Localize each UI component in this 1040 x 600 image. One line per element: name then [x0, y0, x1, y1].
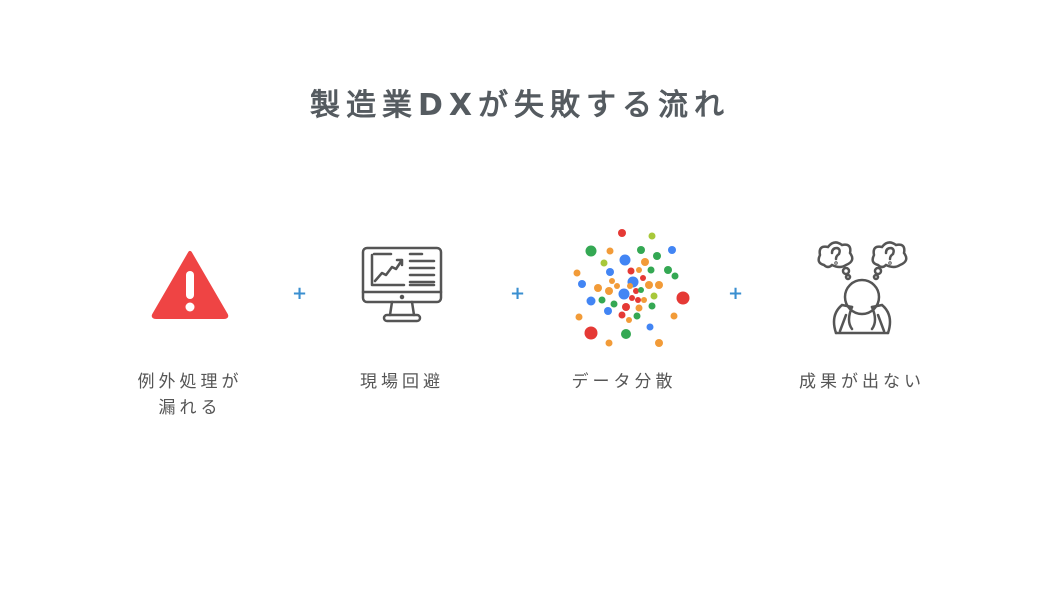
dot — [622, 303, 630, 311]
dot — [600, 259, 608, 267]
dot — [647, 266, 655, 274]
dot — [671, 272, 679, 280]
dot — [636, 267, 642, 273]
dot — [618, 288, 630, 300]
step-label: 現場回避 — [360, 372, 444, 392]
dot — [575, 313, 583, 321]
dot — [646, 323, 654, 331]
dot — [619, 254, 631, 266]
scattered-dots-icon — [544, 225, 704, 347]
dot — [635, 297, 641, 303]
dot — [605, 287, 613, 295]
step-no-results: 成果が出ない — [782, 225, 942, 395]
plus-connector: + — [510, 283, 526, 304]
dot — [626, 317, 632, 323]
dot — [598, 296, 606, 304]
plus-connector: + — [292, 283, 308, 304]
dot — [586, 296, 596, 306]
dot — [629, 295, 635, 301]
warning-icon — [110, 235, 270, 335]
dot — [664, 266, 672, 274]
step-field-avoidance: 現場回避 — [322, 225, 482, 395]
dot — [668, 246, 676, 254]
dot — [604, 307, 612, 315]
dot — [655, 339, 663, 347]
step-label-line2: 漏れる — [158, 398, 222, 418]
dot — [648, 232, 656, 240]
monitor-chart-icon — [322, 225, 482, 345]
dot — [584, 326, 598, 340]
dot — [606, 247, 614, 255]
dot — [640, 275, 646, 281]
step-exception-handling: 例外処理が 漏れる — [110, 225, 270, 421]
dot — [653, 252, 661, 260]
dot — [648, 302, 656, 310]
dot — [635, 304, 643, 312]
dot — [650, 292, 658, 300]
dot — [633, 312, 641, 320]
dot — [637, 246, 645, 254]
dot — [614, 283, 620, 289]
dot — [606, 268, 614, 276]
dot — [627, 267, 635, 275]
dot — [676, 291, 690, 305]
dot — [641, 297, 647, 303]
step-data-scattered: データ分散 — [544, 225, 704, 395]
dot — [585, 245, 597, 257]
dot — [633, 288, 639, 294]
dot — [578, 280, 586, 288]
confused-person-icon — [782, 225, 942, 345]
step-label: 成果が出ない — [799, 372, 925, 392]
plus-connector: + — [728, 283, 744, 304]
dot — [655, 281, 663, 289]
dot — [594, 284, 602, 292]
dot — [638, 287, 644, 293]
dot — [621, 329, 631, 339]
dot — [573, 269, 581, 277]
step-label: データ分散 — [571, 372, 677, 392]
dot — [610, 300, 618, 308]
dot — [609, 278, 615, 284]
step-label: 例外処理が — [137, 372, 243, 392]
page-title: 製造業DXが失敗する流れ — [309, 88, 731, 123]
dot — [670, 312, 678, 320]
dot — [627, 283, 633, 289]
dot — [605, 339, 613, 347]
dot — [618, 229, 626, 237]
dot — [645, 281, 653, 289]
dot — [618, 311, 626, 319]
dot — [641, 258, 649, 266]
